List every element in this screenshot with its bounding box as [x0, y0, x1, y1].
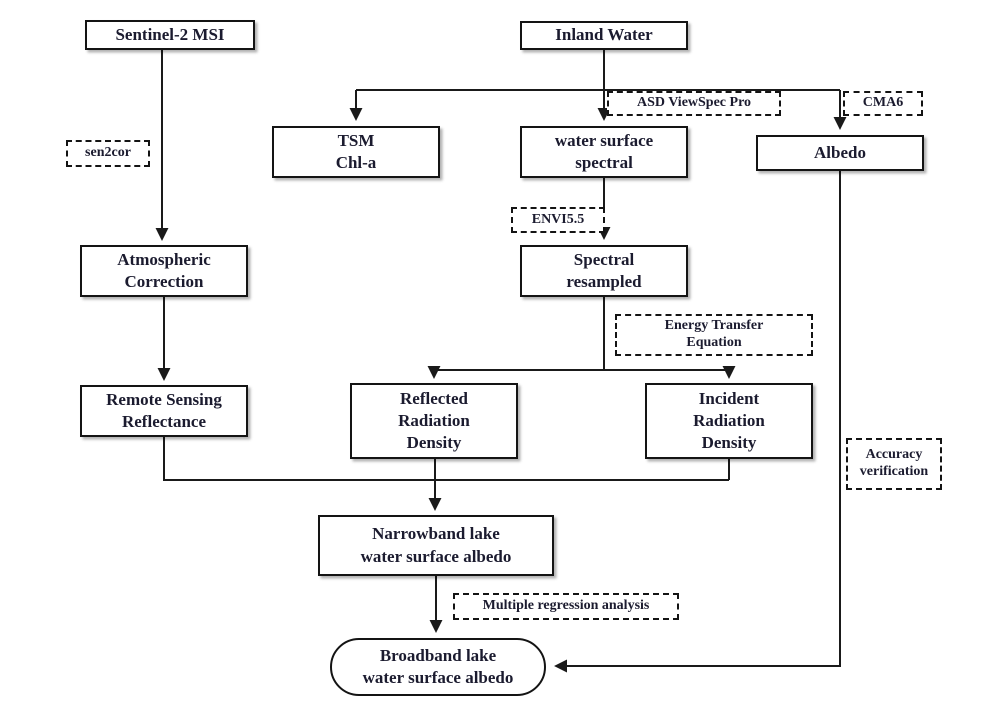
node-incident-radiation-density: Incident Radiation Density [645, 383, 813, 459]
arrow-albedo-to-broadband [554, 171, 841, 673]
node-water-surface-spectral: water surface spectral [520, 126, 688, 178]
line-reflectance-junction [163, 437, 729, 481]
node-spectral-resampled: Spectral resampled [520, 245, 688, 297]
node-reflected-radiation-density: Reflected Radiation Density [350, 383, 518, 459]
node-broadband-albedo: Broadband lake water surface albedo [330, 638, 546, 696]
tag-multiple-regression: Multiple regression analysis [453, 593, 679, 620]
tag-asd-viewspec-pro: ASD ViewSpec Pro [607, 91, 781, 116]
tag-energy-transfer-equation: Energy Transfer Equation [615, 314, 813, 356]
node-sentinel2-msi: Sentinel-2 MSI [85, 20, 255, 50]
node-atmospheric-correction: Atmospheric Correction [80, 245, 248, 297]
tag-accuracy-verification: Accuracy verification [846, 438, 942, 490]
tag-sen2cor: sen2cor [66, 140, 150, 167]
node-inland-water: Inland Water [520, 21, 688, 50]
node-albedo: Albedo [756, 135, 924, 171]
node-tsm-chla: TSM Chl-a [272, 126, 440, 178]
tag-envi55: ENVI5.5 [511, 207, 605, 233]
node-remote-sensing-reflectance: Remote Sensing Reflectance [80, 385, 248, 437]
node-narrowband-albedo: Narrowband lake water surface albedo [318, 515, 554, 576]
tag-cma6: CMA6 [843, 91, 923, 116]
